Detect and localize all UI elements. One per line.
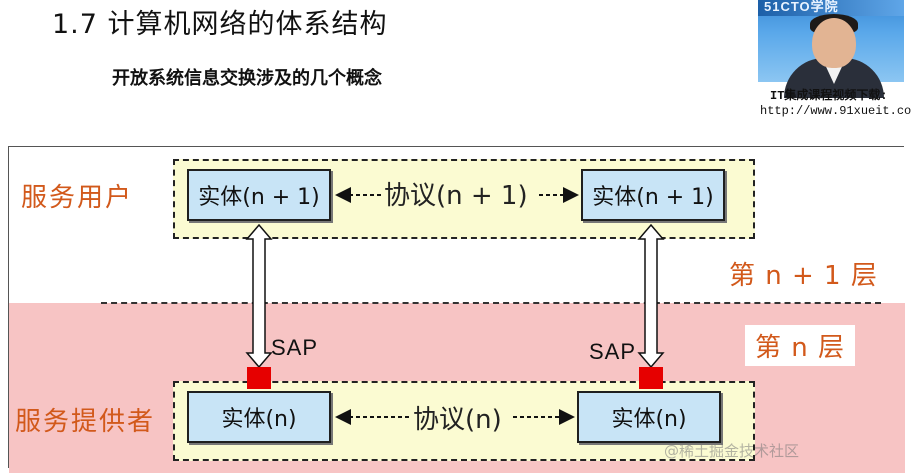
photo-caption-url: http://www.91xueit.co [760, 104, 911, 118]
layer-n-plus-1-label: 第 n + 1 层 [719, 253, 888, 294]
presenter-face [812, 18, 856, 68]
entity-upper-right: 实体(n + 1) [581, 169, 725, 221]
layer-divider [101, 302, 881, 304]
sap-point-left [247, 367, 271, 389]
slide-title: 1.7 计算机网络的体系结构 [52, 9, 388, 40]
watermark: @稀土掘金技术社区 [664, 442, 800, 460]
right-vertical-double-arrow [637, 223, 665, 369]
slide-subtitle: 开放系统信息交换涉及的几个概念 [112, 68, 382, 89]
service-user-label: 服务用户 [21, 183, 134, 213]
sap-label-right: SAP [589, 339, 637, 364]
entity-lower-left: 实体(n) [187, 391, 331, 443]
service-provider-label: 服务提供者 [15, 407, 156, 437]
entity-upper-left: 实体(n + 1) [187, 169, 331, 221]
presenter-photo: 51CTO学院 [758, 0, 904, 98]
layer-diagram: 服务用户 服务提供者 第 n + 1 层 第 n 层 实体(n + 1) 实体(… [8, 146, 905, 473]
sap-label-left: SAP [271, 335, 319, 360]
left-vertical-double-arrow [245, 223, 273, 369]
photo-caption-line1: IT集成课程视频下载: [770, 89, 888, 103]
layer-n-label: 第 n 层 [745, 325, 856, 366]
photo-banner: 51CTO学院 [758, 0, 904, 16]
protocol-lower-label: 协议(n) [413, 405, 502, 435]
sap-point-right [639, 367, 663, 389]
protocol-upper-label: 协议(n + 1) [384, 181, 528, 211]
connector-overlay [245, 187, 665, 425]
entity-lower-right: 实体(n) [577, 391, 721, 443]
